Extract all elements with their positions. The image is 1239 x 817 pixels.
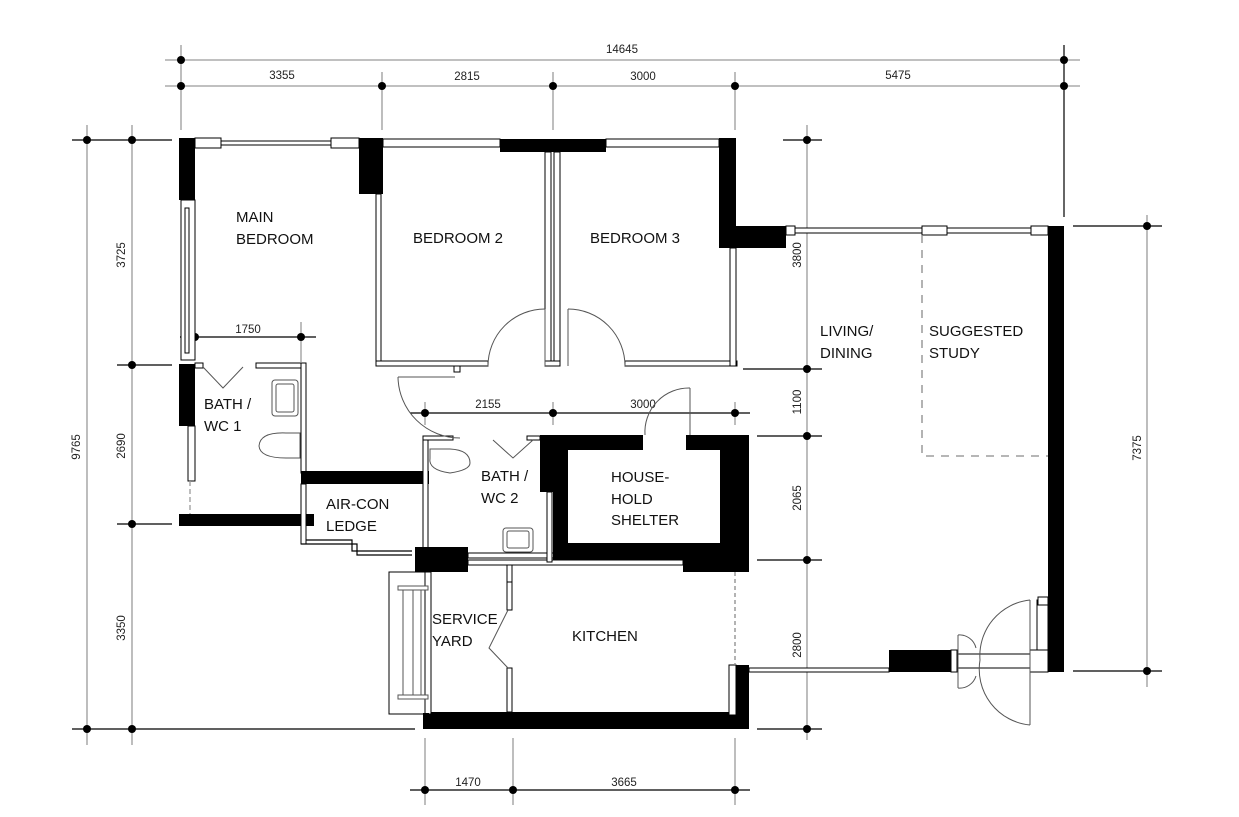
door-swing-shelter bbox=[644, 387, 691, 436]
dim-left-2: 2690 bbox=[116, 433, 128, 459]
bifold-door-bath-1 bbox=[202, 366, 244, 389]
dim-bottom-2: 3665 bbox=[611, 777, 637, 789]
walls bbox=[179, 137, 1064, 729]
dimension-top: 14645 3355 2815 3000 5475 bbox=[165, 44, 1080, 217]
room-labels: MAIN BEDROOM BEDROOM 2 BEDROOM 3 BATH / … bbox=[204, 209, 1023, 650]
dim-top-2: 2815 bbox=[454, 71, 480, 83]
label-study-a: SUGGESTED bbox=[929, 323, 1023, 340]
dim-left-3: 3350 bbox=[116, 615, 128, 641]
label-bedroom-2: BEDROOM 2 bbox=[413, 230, 503, 247]
label-bath-wc-2-a: BATH / bbox=[481, 468, 529, 485]
label-shelter-b: HOLD bbox=[611, 491, 653, 508]
door-swing-gate bbox=[957, 634, 977, 689]
bifold-door-bath-2 bbox=[492, 439, 534, 459]
label-living-b: DINING bbox=[820, 345, 873, 362]
label-living-a: LIVING/ bbox=[820, 323, 874, 340]
dim-right-2: 1100 bbox=[792, 390, 804, 415]
dim-right-1: 3800 bbox=[792, 242, 804, 268]
dimension-main-bath: 1750 bbox=[180, 322, 316, 362]
dim-top-overall: 14645 bbox=[606, 44, 638, 56]
dim-corridor-2: 3000 bbox=[630, 399, 656, 411]
dim-top-3: 3000 bbox=[630, 71, 656, 83]
label-bath-wc-1-a: BATH / bbox=[204, 396, 252, 413]
toilet-icon bbox=[258, 432, 301, 459]
dim-left-overall: 9765 bbox=[71, 434, 83, 460]
door-swing-bedroom-3 bbox=[567, 308, 626, 367]
label-study-b: STUDY bbox=[929, 345, 980, 362]
label-air-con-a: AIR-CON bbox=[326, 496, 389, 513]
bifold-door-kitchen bbox=[488, 609, 509, 669]
door-swing-main-entrance bbox=[978, 599, 1031, 726]
dim-top-1: 3355 bbox=[269, 70, 295, 82]
door-swing-bedroom-2 bbox=[487, 308, 546, 367]
dim-right-4: 2800 bbox=[792, 632, 804, 658]
label-main-bedroom-2: BEDROOM bbox=[236, 231, 314, 248]
label-bedroom-3: BEDROOM 3 bbox=[590, 230, 680, 247]
label-service-yard-a: SERVICE bbox=[432, 611, 498, 628]
dim-bottom-1: 1470 bbox=[455, 777, 481, 789]
dimension-bottom: 1470 3665 bbox=[410, 738, 750, 805]
label-bath-wc-1-b: WC 1 bbox=[204, 418, 242, 435]
dimension-right-inner: 3800 1100 2065 2800 bbox=[743, 125, 822, 740]
label-shelter-a: HOUSE- bbox=[611, 469, 669, 486]
dimension-corridor: 2155 3000 bbox=[410, 399, 750, 425]
dimension-left: 9765 3725 2690 3350 bbox=[71, 125, 415, 745]
dimension-right-overall: 7375 bbox=[1073, 215, 1162, 687]
suggested-study-outline bbox=[921, 235, 1048, 457]
label-shelter-c: SHELTER bbox=[611, 512, 679, 529]
dim-right-overall: 7375 bbox=[1132, 435, 1144, 461]
dim-left-1: 3725 bbox=[116, 242, 128, 268]
dim-main-bath: 1750 bbox=[235, 324, 261, 336]
dim-top-4: 5475 bbox=[885, 70, 911, 82]
label-bath-wc-2-b: WC 2 bbox=[481, 490, 519, 507]
label-service-yard-b: YARD bbox=[432, 633, 473, 650]
label-air-con-b: LEDGE bbox=[326, 518, 377, 535]
fixtures bbox=[202, 308, 1031, 726]
dim-corridor-1: 2155 bbox=[475, 399, 501, 411]
dim-right-3: 2065 bbox=[792, 485, 804, 511]
door-swing-main-bedroom bbox=[397, 376, 461, 439]
label-main-bedroom-1: MAIN bbox=[236, 209, 274, 226]
toilet-icon bbox=[429, 448, 471, 474]
label-kitchen: KITCHEN bbox=[572, 628, 638, 645]
